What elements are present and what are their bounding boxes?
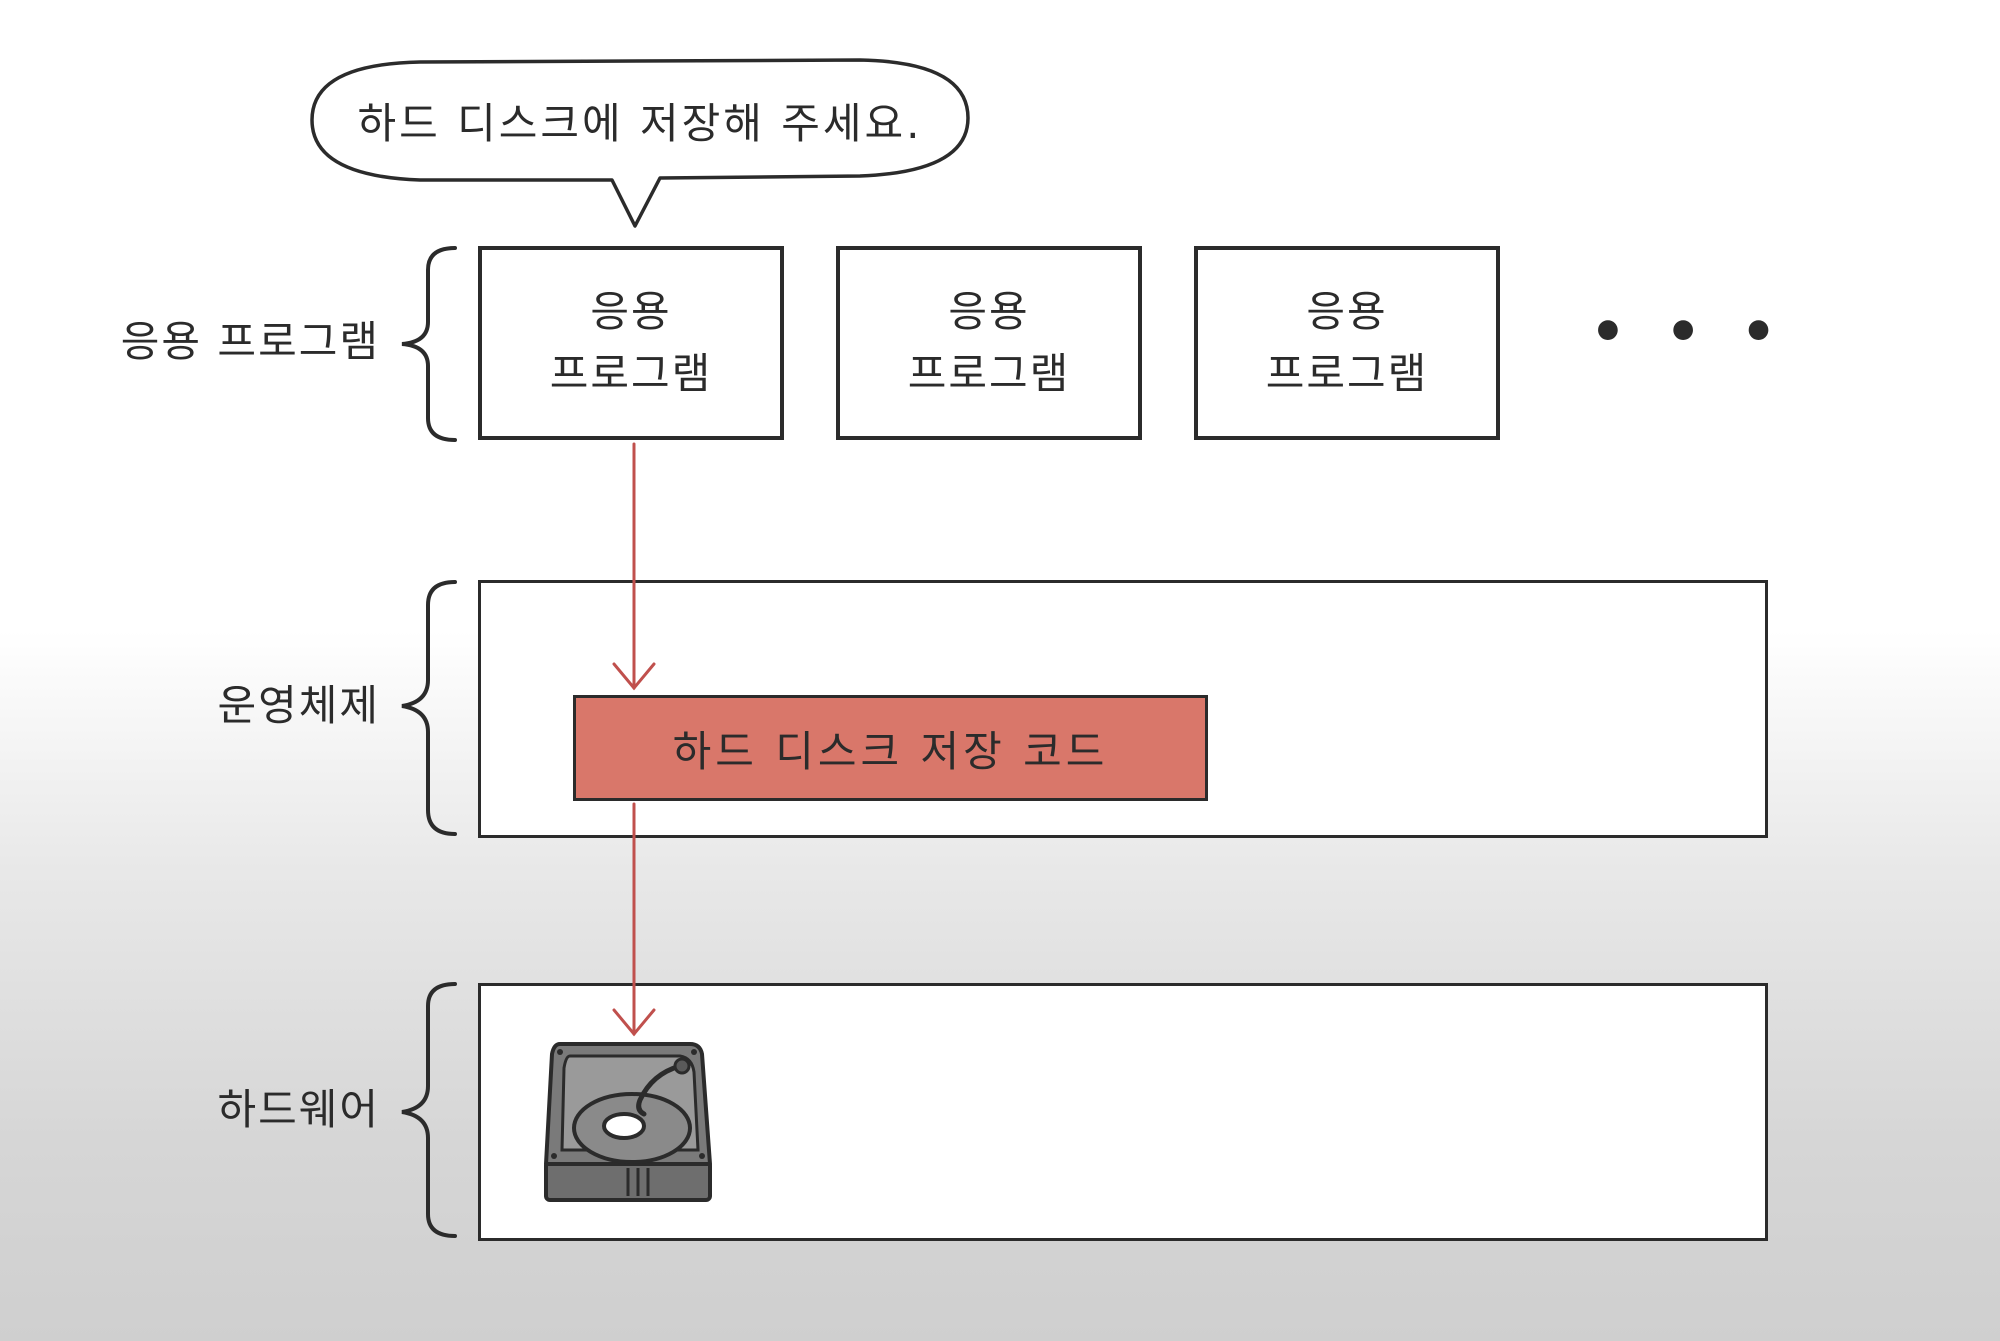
application-box-3: 응용 프로그램 — [1194, 246, 1500, 440]
hard-disk-icon — [544, 1042, 712, 1202]
application-box-line1: 응용 — [1306, 287, 1388, 336]
brace-os — [401, 580, 457, 836]
label-hardware-layer: 하드웨어 — [217, 1085, 380, 1134]
application-box-line2: 프로그램 — [549, 349, 713, 398]
label-os-layer: 운영체제 — [217, 681, 380, 730]
speech-bubble-text: 하드 디스크에 저장해 주세요. — [357, 98, 923, 148]
application-box-line1: 응용 — [590, 287, 672, 336]
brace-application — [401, 246, 457, 442]
application-box-line2: 프로그램 — [1265, 349, 1429, 398]
hard-disk-save-code: 하드 디스크 저장 코드 — [573, 695, 1208, 801]
label-application-layer: 응용 프로그램 — [120, 317, 380, 366]
application-box-line2: 프로그램 — [907, 349, 1071, 398]
application-box-line1: 응용 — [948, 287, 1030, 336]
more-applications-ellipsis: • • • — [1590, 300, 1787, 365]
application-box-1: 응용 프로그램 — [478, 246, 784, 440]
application-box-2: 응용 프로그램 — [836, 246, 1142, 440]
arrow-app-to-os-head — [612, 662, 656, 691]
arrow-os-to-hardware-head — [612, 1008, 656, 1037]
speech-bubble — [310, 58, 970, 228]
brace-hardware — [401, 982, 457, 1238]
